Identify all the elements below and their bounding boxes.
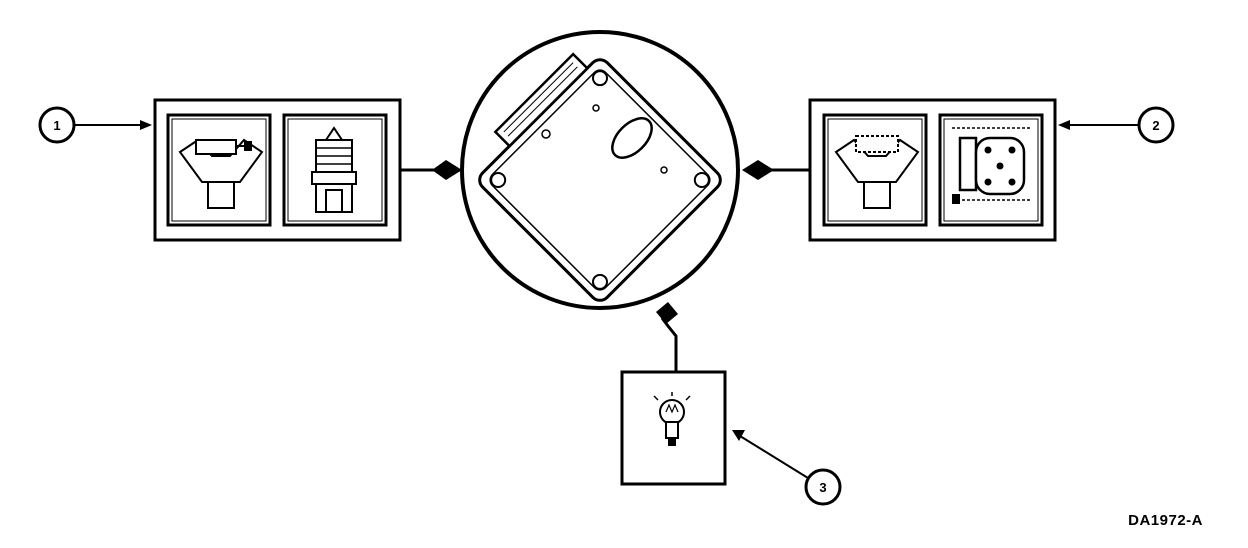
left-connector-line [400, 160, 462, 180]
callout-1-label: 1 [53, 118, 60, 133]
wire-harness-connector-icon [822, 113, 928, 227]
callout-2: 2 [1058, 106, 1175, 144]
relay-icon [282, 113, 388, 227]
callout-3: 3 [732, 430, 842, 506]
left-component-box [153, 98, 402, 242]
wire-harness-connector-icon [166, 113, 272, 227]
right-connector-line [742, 160, 810, 180]
control-module-icon [460, 30, 740, 310]
bottom-component-box [620, 370, 727, 486]
bulb-icon [653, 392, 691, 446]
right-component-box [808, 98, 1057, 242]
callout-3-label: 3 [819, 480, 826, 495]
circuit-board-icon [938, 113, 1044, 227]
bottom-connector-line [656, 302, 678, 372]
callout-2-label: 2 [1152, 118, 1159, 133]
figure-id: DA1972-A [1128, 512, 1203, 529]
callout-1: 1 [38, 106, 152, 144]
